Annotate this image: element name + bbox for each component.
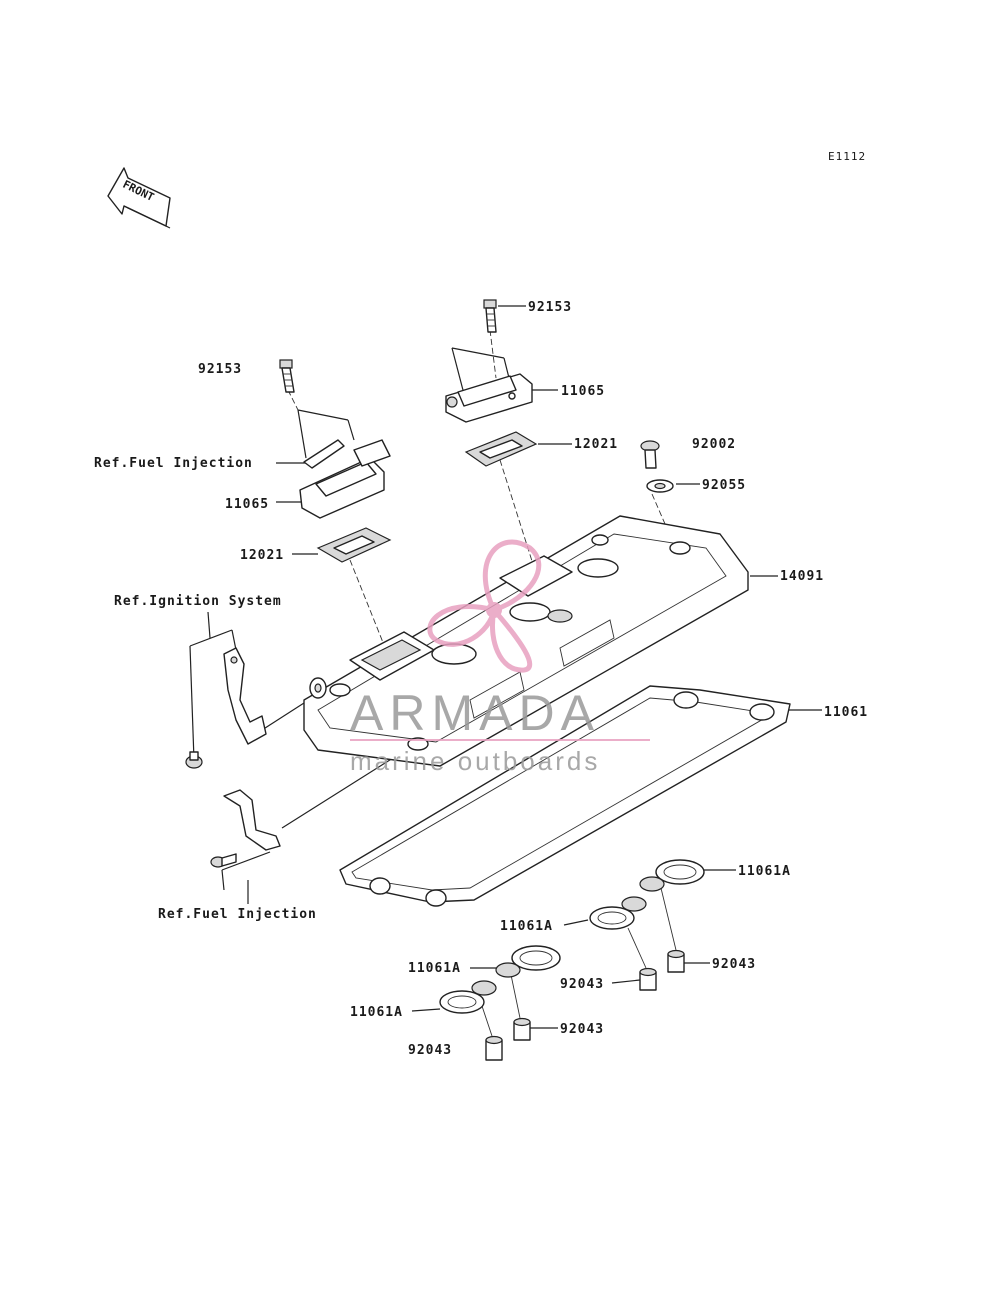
gasket-11061a-2	[589, 896, 647, 930]
washer-92055	[646, 479, 674, 493]
label-92043-4: 92043	[408, 1043, 452, 1058]
label-92002: 92002	[692, 437, 736, 452]
label-ref-ignition-system: Ref.Ignition System	[114, 594, 282, 609]
cover-14091-head	[303, 515, 749, 767]
label-11065-left: 11065	[225, 497, 269, 512]
front-arrow-icon: FRONT	[107, 167, 171, 229]
label-ref-fuel-injection-bottom: Ref.Fuel Injection	[158, 907, 317, 922]
bracket-ignition-system	[185, 647, 267, 769]
label-ref-fuel-injection-top: Ref.Fuel Injection	[94, 456, 253, 471]
bolt-92153-top	[483, 299, 497, 333]
cover-11065-top	[445, 373, 533, 423]
diagram-code: E1112	[828, 150, 866, 163]
bracket-fuel-injection-top	[303, 439, 345, 469]
label-11065-top: 11065	[561, 384, 605, 399]
bolt-92153-left	[279, 359, 295, 393]
label-12021-top: 12021	[574, 437, 618, 452]
gasket-11061a-1	[639, 859, 705, 892]
gasket-12021-top	[464, 431, 538, 467]
label-11061a-2: 11061A	[500, 919, 553, 934]
gasket-11061a-3	[495, 945, 561, 978]
dowel-92043-1	[667, 949, 685, 973]
label-92043-3: 92043	[560, 1022, 604, 1037]
label-11061a-3: 11061A	[408, 961, 461, 976]
watermark-brand: ARMADA	[350, 685, 600, 741]
gasket-11061-head-cover	[339, 685, 791, 907]
leader-lines	[189, 305, 822, 1037]
label-12021-left: 12021	[240, 548, 284, 563]
dowel-92043-2	[639, 967, 657, 991]
armada-watermark: ARMADA marine outboards	[350, 539, 650, 776]
label-92055: 92055	[702, 478, 746, 493]
dowel-92043-4	[485, 1035, 503, 1061]
bracket-fuel-injection-bottom	[210, 789, 281, 868]
label-11061a-4: 11061A	[350, 1005, 403, 1020]
bolt-ignition-mount	[309, 677, 327, 699]
label-14091: 14091	[780, 569, 824, 584]
bolt-92002	[640, 440, 660, 469]
gasket-12021-left	[316, 527, 392, 563]
label-92043-2: 92043	[560, 977, 604, 992]
gasket-11061a-4	[439, 980, 497, 1014]
label-92153-left: 92153	[198, 362, 242, 377]
label-11061: 11061	[824, 705, 868, 720]
cover-11065-left	[299, 439, 391, 519]
label-92043-1: 92043	[712, 957, 756, 972]
label-92153-top: 92153	[528, 300, 572, 315]
armada-propeller-logo-icon	[427, 539, 542, 673]
dowel-92043-3	[513, 1017, 531, 1041]
watermark-tagline: marine outboards	[350, 746, 600, 776]
label-11061a-1: 11061A	[738, 864, 791, 879]
